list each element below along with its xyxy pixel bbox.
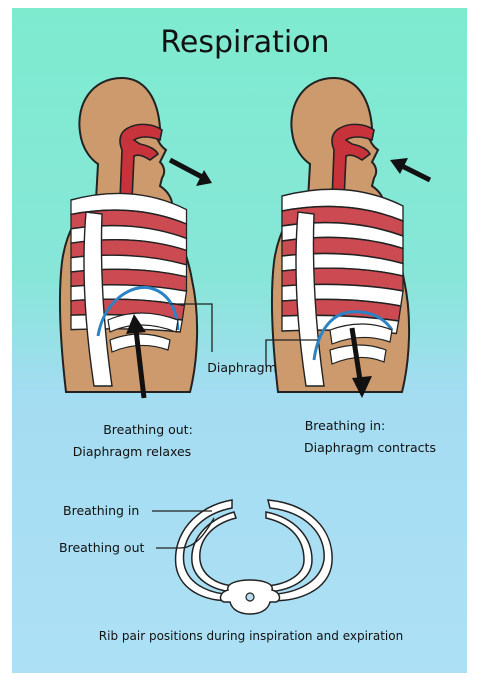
breathing-in-caption-line2: Diaphragm contracts <box>304 440 436 455</box>
breathing-out-caption-line2: Diaphragm relaxes <box>73 444 191 459</box>
air-out-arrow <box>170 160 204 178</box>
rib-breathing-in-label: Breathing in <box>63 503 139 518</box>
rib-breathing-out-label: Breathing out <box>59 540 144 555</box>
rib-pair-diagram <box>176 500 333 614</box>
diagram-title: Respiration <box>160 25 329 60</box>
rib-caption: Rib pair positions during inspiration an… <box>99 629 403 643</box>
spinal-canal <box>246 593 254 601</box>
breathing-out-caption-line1: Breathing out: <box>103 422 193 437</box>
breathing-in-caption-line1: Breathing in: <box>305 418 386 433</box>
air-in-arrow <box>402 166 430 180</box>
torso-breathing-out <box>60 78 212 398</box>
diaphragm-label: Diaphragm <box>207 360 277 375</box>
torso-breathing-in <box>272 78 430 398</box>
rib-right-inner <box>262 512 312 592</box>
